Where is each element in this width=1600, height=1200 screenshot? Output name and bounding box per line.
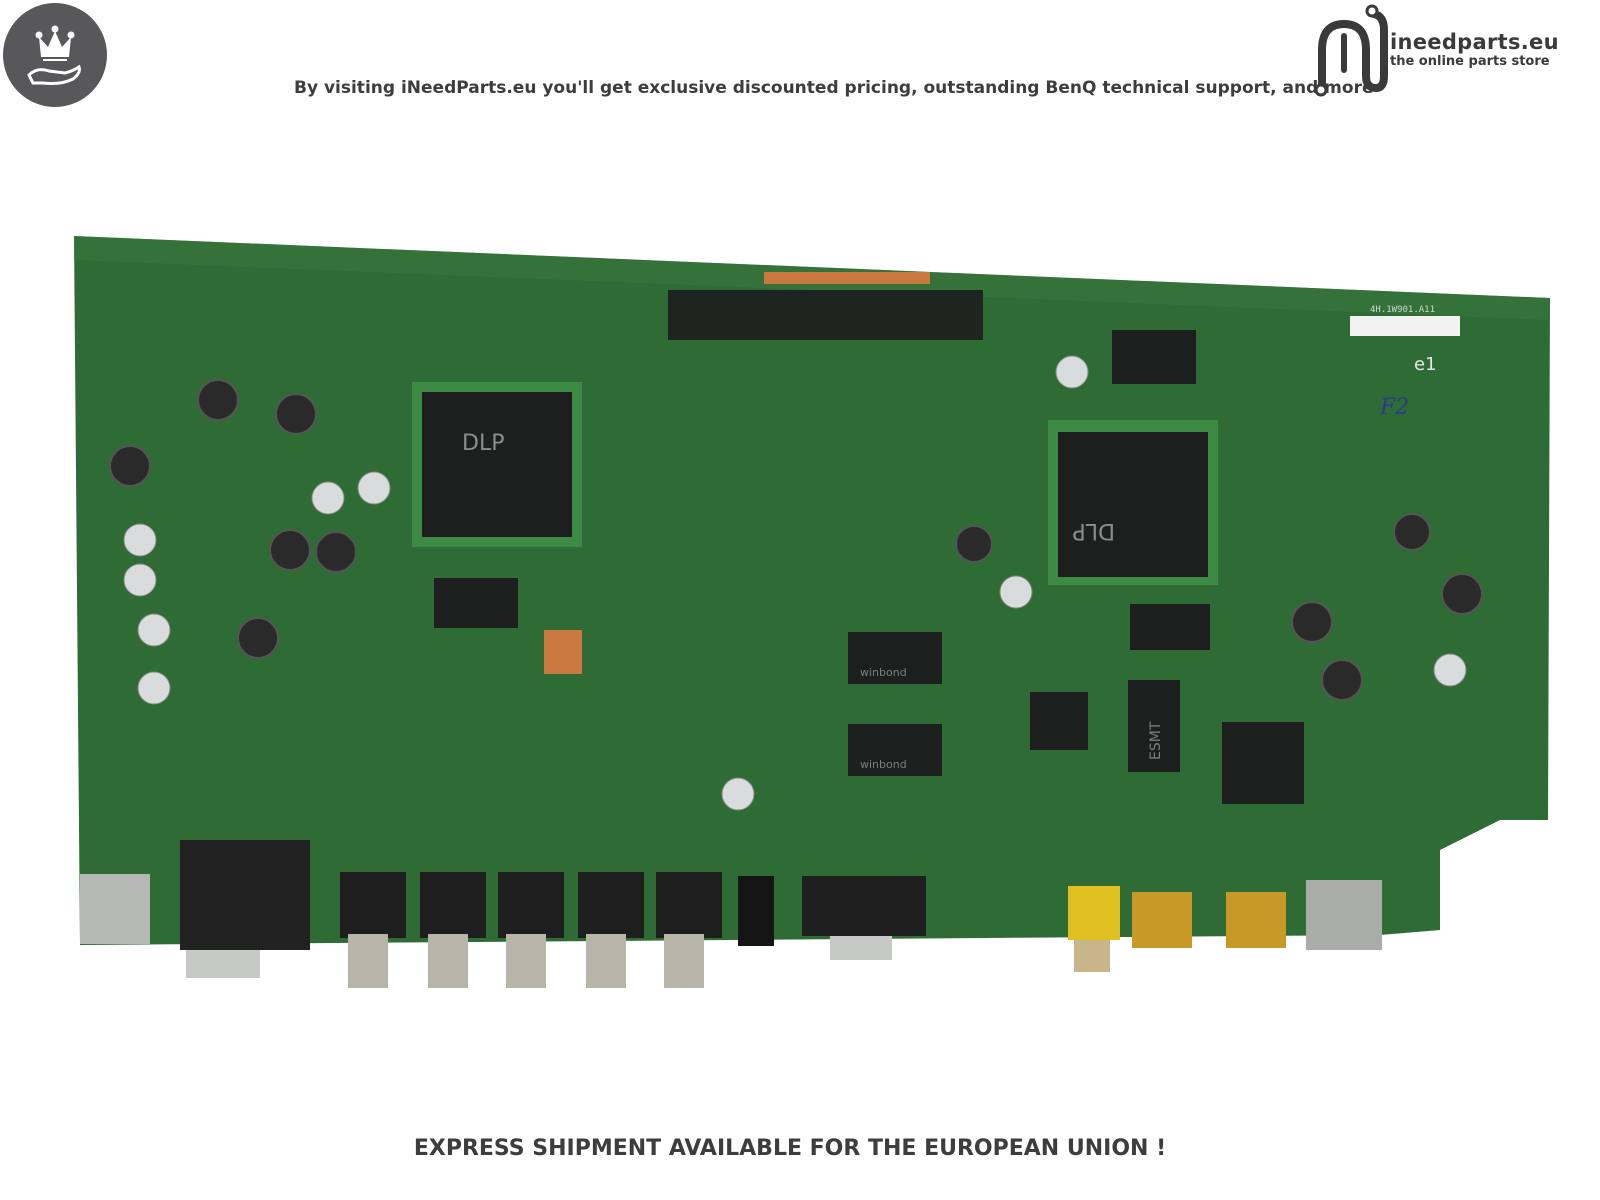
crown-hand-badge <box>3 3 107 107</box>
brand-name: ineedparts.eu <box>1390 30 1559 54</box>
rca-jacks <box>340 872 722 988</box>
chip-label: winbond <box>860 758 907 771</box>
chip-label: DLP <box>462 431 504 456</box>
dlp-chip-right <box>1058 432 1208 577</box>
vga-connector <box>180 840 310 950</box>
dlp-chip-left <box>422 392 572 537</box>
shipping-banner: EXPRESS SHIPMENT AVAILABLE FOR THE EUROP… <box>0 1136 1600 1161</box>
handwritten-mark: e1 <box>1414 354 1437 375</box>
promo-tagline: By visiting iNeedParts.eu you'll get exc… <box>294 78 1374 98</box>
ethernet-port <box>1306 880 1382 950</box>
circuit-n-logo-icon <box>1314 4 1388 97</box>
chip-label: DLP <box>1073 518 1115 543</box>
usb-port <box>80 874 150 944</box>
brand-logo[interactable]: ineedparts.eu the online parts store <box>1308 0 1568 105</box>
handwritten-mark: F2 <box>1379 395 1409 420</box>
audio-jack <box>738 876 774 946</box>
pcb <box>74 236 1550 945</box>
hdmi-port <box>1132 892 1192 948</box>
crown-on-hand-icon <box>27 25 81 85</box>
hdmi-port <box>1226 892 1286 948</box>
brand-subtitle: the online parts store <box>1390 54 1550 69</box>
serial-connector <box>802 876 926 936</box>
shipping-text: EXPRESS SHIPMENT AVAILABLE FOR THE EUROP… <box>413 1136 1167 1161</box>
chip-label: ESMT <box>1148 721 1164 760</box>
chip-label: winbond <box>860 666 907 679</box>
edge-connector-slot <box>668 290 983 340</box>
board-label: 4H.1W901.A11 <box>1370 305 1435 315</box>
yellow-rca-jack <box>1068 886 1120 940</box>
